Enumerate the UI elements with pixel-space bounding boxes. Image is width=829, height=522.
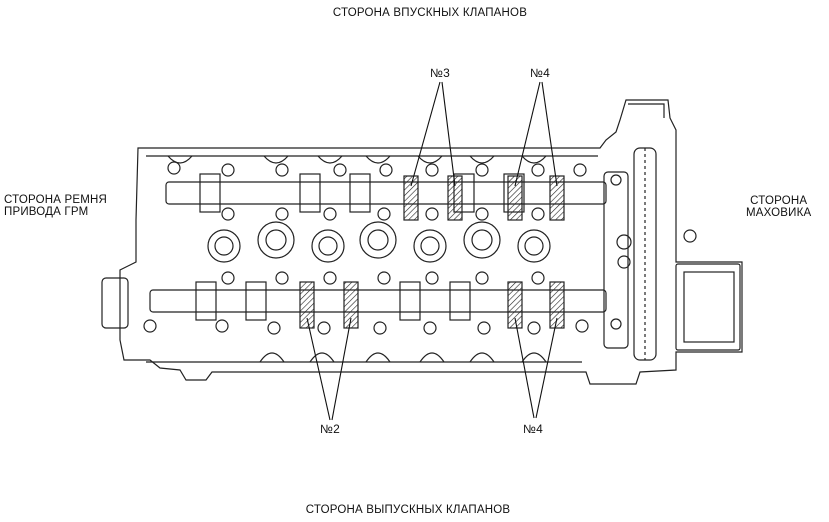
callout-no3: №3: [430, 66, 450, 80]
callout-no4-upper: №4: [530, 66, 550, 80]
cap-intake-4a: [507, 175, 523, 221]
cap-intake-4b: [549, 175, 565, 221]
cap-exhaust-4a: [507, 281, 523, 329]
callout-no4-lower: №4: [523, 422, 543, 436]
intake-side-label: СТОРОНА ВПУСКНЫХ КЛАПАНОВ: [332, 7, 528, 19]
spark-plug-wells: [207, 221, 551, 263]
cap-exhaust-4b: [549, 281, 565, 329]
bearing-caps-exhaust: [195, 281, 471, 321]
marked-caps: [299, 175, 565, 329]
intake-camshaft: [165, 181, 607, 205]
timing-belt-side-label: СТОРОНА РЕМНЯ ПРИВОДА ГРМ: [4, 194, 108, 218]
callout-no2: №2: [320, 422, 340, 436]
cap-exhaust-2b: [343, 281, 359, 329]
flywheel-side-label: СТОРОНА МАХОВИКА: [746, 195, 812, 219]
leader-lines: [306, 81, 558, 421]
bolts-lower: [143, 271, 589, 335]
left-end-boss: [101, 277, 129, 329]
cap-intake-3a: [403, 175, 419, 221]
exhaust-camshaft: [149, 289, 607, 313]
bolts-upper: [167, 161, 587, 221]
head-outline: [119, 99, 743, 385]
bearing-caps-intake: [199, 173, 525, 213]
cap-intake-3b: [447, 175, 463, 221]
exhaust-side-label: СТОРОНА ВЫПУСКНЫХ КЛАПАНОВ: [305, 504, 511, 516]
flywheel-housing: [675, 263, 741, 351]
cap-exhaust-2a: [299, 281, 315, 329]
